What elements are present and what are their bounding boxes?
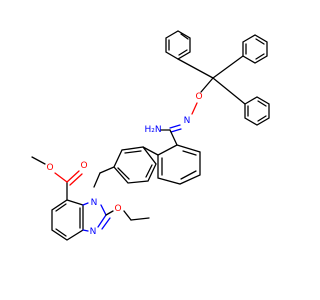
bond-c2-n3-b bbox=[101, 217, 111, 230]
bond-trityl-c-phenyl-3 bbox=[212, 77, 246, 105]
bond-n3-c3a bbox=[82, 229, 89, 232]
bond-c-o-carbonyl-a bbox=[66, 170, 80, 183]
trityl-phenyl-ring-bottom-right bbox=[244, 96, 270, 126]
bond-c-o-methoxy bbox=[54, 172, 68, 183]
biphenyl-ring-b bbox=[113, 146, 157, 184]
chemical-structure-diagram: H₂N N O O O N N O bbox=[31, 30, 270, 241]
bond-ring-ch2 bbox=[99, 166, 115, 174]
bond-o-ch2 bbox=[123, 210, 132, 221]
amine-label: H₂N bbox=[144, 125, 161, 135]
bond-ch2-ch3 bbox=[130, 217, 150, 221]
benzimidazole-n3-label: N bbox=[90, 227, 97, 237]
oxime-nitrogen-label: N bbox=[184, 116, 191, 126]
methoxy-oxygen-label: O bbox=[46, 163, 53, 173]
bond-c2-o-ethoxy bbox=[105, 210, 114, 216]
carbonyl-oxygen-label: O bbox=[80, 161, 87, 171]
trityl-phenyl-ring-top-left bbox=[165, 30, 191, 60]
bond-n1-c7a bbox=[82, 202, 89, 206]
bond-amidine-c-aryl bbox=[169, 129, 178, 146]
bond-trityl-c-phenyl-2 bbox=[212, 55, 244, 79]
bond-ch2-n1 bbox=[93, 172, 101, 188]
ethoxy-oxygen-label: O bbox=[114, 204, 121, 214]
bond-trityl-c-phenyl-1 bbox=[177, 58, 214, 79]
oxime-oxygen-label: O bbox=[195, 92, 202, 102]
bond-n1-c2 bbox=[100, 204, 107, 216]
bond-n-c-double-a bbox=[169, 124, 181, 129]
bond-c-o-carbonyl-b bbox=[69, 173, 83, 186]
bond-c2-n3-a bbox=[97, 214, 107, 228]
bond-biphenyl-link bbox=[142, 146, 159, 156]
bond-trityl-c-oxygen bbox=[200, 77, 214, 93]
bond-n-c-double-b bbox=[170, 128, 182, 133]
bond-o-ch3 bbox=[31, 156, 46, 165]
bond-o-n-oxime bbox=[191, 102, 198, 115]
benzimidazole-n1-label: N bbox=[91, 198, 98, 208]
